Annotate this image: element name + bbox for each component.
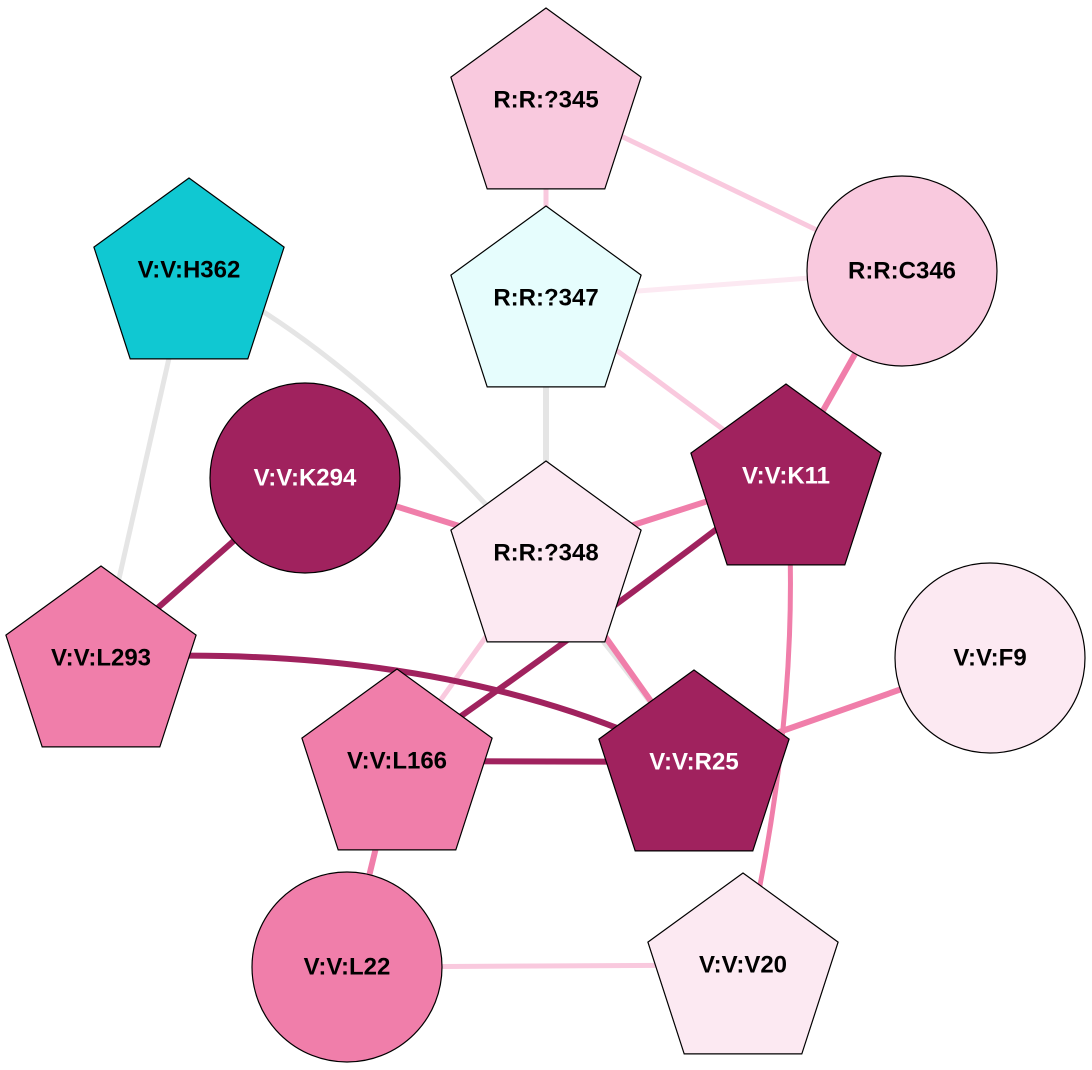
node-k11[interactable]: V:V:K11 xyxy=(690,383,882,566)
node-r25[interactable]: V:V:R25 xyxy=(598,669,790,852)
node-label: V:V:L166 xyxy=(347,748,447,775)
node-pentagon-shape xyxy=(93,177,285,360)
node-label: R:R:?347 xyxy=(493,285,598,312)
node-circle-shape xyxy=(209,382,401,574)
node-pentagon-shape xyxy=(450,460,642,643)
node-label: V:V:R25 xyxy=(649,749,738,776)
node-r345[interactable]: R:R:?345 xyxy=(450,7,642,190)
node-pentagon-shape xyxy=(598,669,790,852)
node-label: V:V:V20 xyxy=(699,952,787,979)
node-label: R:R:?348 xyxy=(493,540,598,567)
node-circle-shape xyxy=(806,175,998,367)
node-l166[interactable]: V:V:L166 xyxy=(301,668,493,851)
node-r347[interactable]: R:R:?347 xyxy=(450,205,642,388)
node-r348[interactable]: R:R:?348 xyxy=(450,460,642,643)
node-label: V:V:K11 xyxy=(742,463,830,490)
node-label: R:R:C346 xyxy=(848,258,956,285)
node-pentagon-shape xyxy=(647,872,839,1055)
node-pentagon-shape xyxy=(5,565,197,748)
node-pentagon-shape xyxy=(450,7,642,190)
node-f9[interactable]: V:V:F9 xyxy=(894,562,1086,754)
node-label: V:V:L22 xyxy=(304,954,391,981)
node-label: V:V:H362 xyxy=(138,257,241,284)
node-circle-shape xyxy=(894,562,1086,754)
node-pentagon-shape xyxy=(450,205,642,388)
node-l293[interactable]: V:V:L293 xyxy=(5,565,197,748)
node-pentagon-shape xyxy=(690,383,882,566)
node-v20[interactable]: V:V:V20 xyxy=(647,872,839,1055)
node-h362[interactable]: V:V:H362 xyxy=(93,177,285,360)
node-label: V:V:K294 xyxy=(254,465,357,492)
node-c346[interactable]: R:R:C346 xyxy=(806,175,998,367)
node-k294[interactable]: V:V:K294 xyxy=(209,382,401,574)
node-label: R:R:?345 xyxy=(493,87,598,114)
node-l22[interactable]: V:V:L22 xyxy=(251,871,443,1063)
node-label: V:V:F9 xyxy=(953,645,1026,672)
node-pentagon-shape xyxy=(301,668,493,851)
node-label: V:V:L293 xyxy=(51,645,151,672)
node-circle-shape xyxy=(251,871,443,1063)
